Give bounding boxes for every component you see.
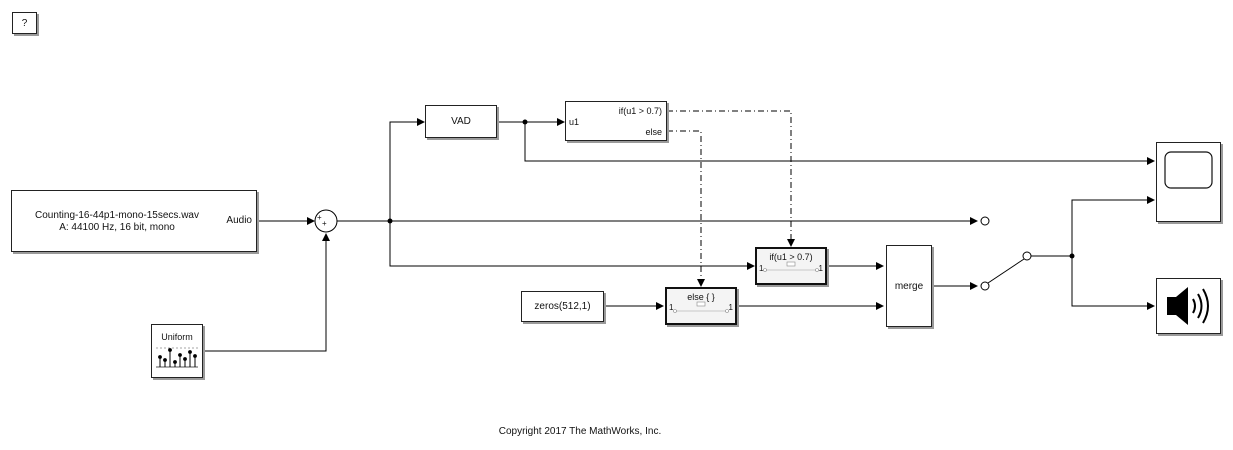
if-output-if-label: if(u1 > 0.7) xyxy=(618,106,662,116)
junction-dot xyxy=(522,119,528,125)
from-file-filename: Counting-16-44p1-mono-15secs.wav xyxy=(35,210,199,221)
else-action-label: else { } xyxy=(687,292,715,302)
if-output-else-label: else xyxy=(645,127,662,137)
sum-sign-2: + xyxy=(322,219,327,228)
wire-to-speaker[interactable] xyxy=(1071,256,1155,310)
merge-label: merge xyxy=(894,280,924,292)
from-file-format: A: 44100 Hz, 16 bit, mono xyxy=(59,222,175,233)
wire-branch-to-if-action[interactable] xyxy=(389,221,755,270)
action-line-else[interactable] xyxy=(667,130,705,287)
if-block[interactable]: u1 if(u1 > 0.7) else xyxy=(565,101,667,141)
help-button-label: ? xyxy=(21,17,28,29)
scope-block[interactable] xyxy=(1156,142,1221,222)
else-action-in-port: 1 xyxy=(669,303,674,312)
copyright-text: Copyright 2017 The MathWorks, Inc. xyxy=(498,426,662,437)
zeros-constant-block[interactable]: zeros(512,1) xyxy=(521,291,604,322)
speaker-icon xyxy=(1167,287,1209,325)
junction-dot xyxy=(1069,253,1075,259)
uniform-noise-block[interactable]: Uniform xyxy=(151,324,203,378)
help-button[interactable]: ? xyxy=(12,12,37,34)
if-action-label: if(u1 > 0.7) xyxy=(769,252,813,262)
zeros-label: zeros(512,1) xyxy=(534,301,591,312)
sum-block[interactable] xyxy=(314,209,338,233)
vad-label: VAD xyxy=(451,116,471,127)
random-source-icon xyxy=(156,347,198,368)
manual-switch-icon[interactable] xyxy=(980,216,1032,291)
else-action-out-port: 1 xyxy=(728,303,733,312)
wire-noise-to-sum[interactable] xyxy=(203,233,330,352)
from-file-block[interactable]: Counting-16-44p1-mono-15secs.wav A: 4410… xyxy=(11,190,257,252)
uniform-label: Uniform xyxy=(161,332,193,342)
else-action-subsystem[interactable]: else { } 1 1 xyxy=(665,287,737,325)
merge-block[interactable]: merge xyxy=(886,245,932,327)
subsystem-preview-icon xyxy=(763,261,819,272)
wire-vad-to-scope[interactable] xyxy=(524,122,1155,165)
vad-block[interactable]: VAD xyxy=(425,105,497,138)
if-input-port-label: u1 xyxy=(569,117,580,127)
if-action-out-port: 1 xyxy=(818,264,823,273)
if-action-subsystem[interactable]: if(u1 > 0.7) 1 1 xyxy=(755,247,827,285)
sum-sign-1: + xyxy=(317,213,322,222)
wire-branch-to-vad[interactable] xyxy=(389,118,425,221)
junction-dot xyxy=(387,218,393,224)
action-line-if[interactable] xyxy=(667,110,795,247)
if-action-in-port: 1 xyxy=(759,264,764,273)
audio-writer-block[interactable] xyxy=(1156,278,1221,334)
from-file-port-label: Audio xyxy=(226,215,252,226)
wire-to-scope-input2[interactable] xyxy=(1071,196,1155,256)
scope-icon xyxy=(1164,151,1213,189)
subsystem-preview-icon xyxy=(673,301,729,313)
